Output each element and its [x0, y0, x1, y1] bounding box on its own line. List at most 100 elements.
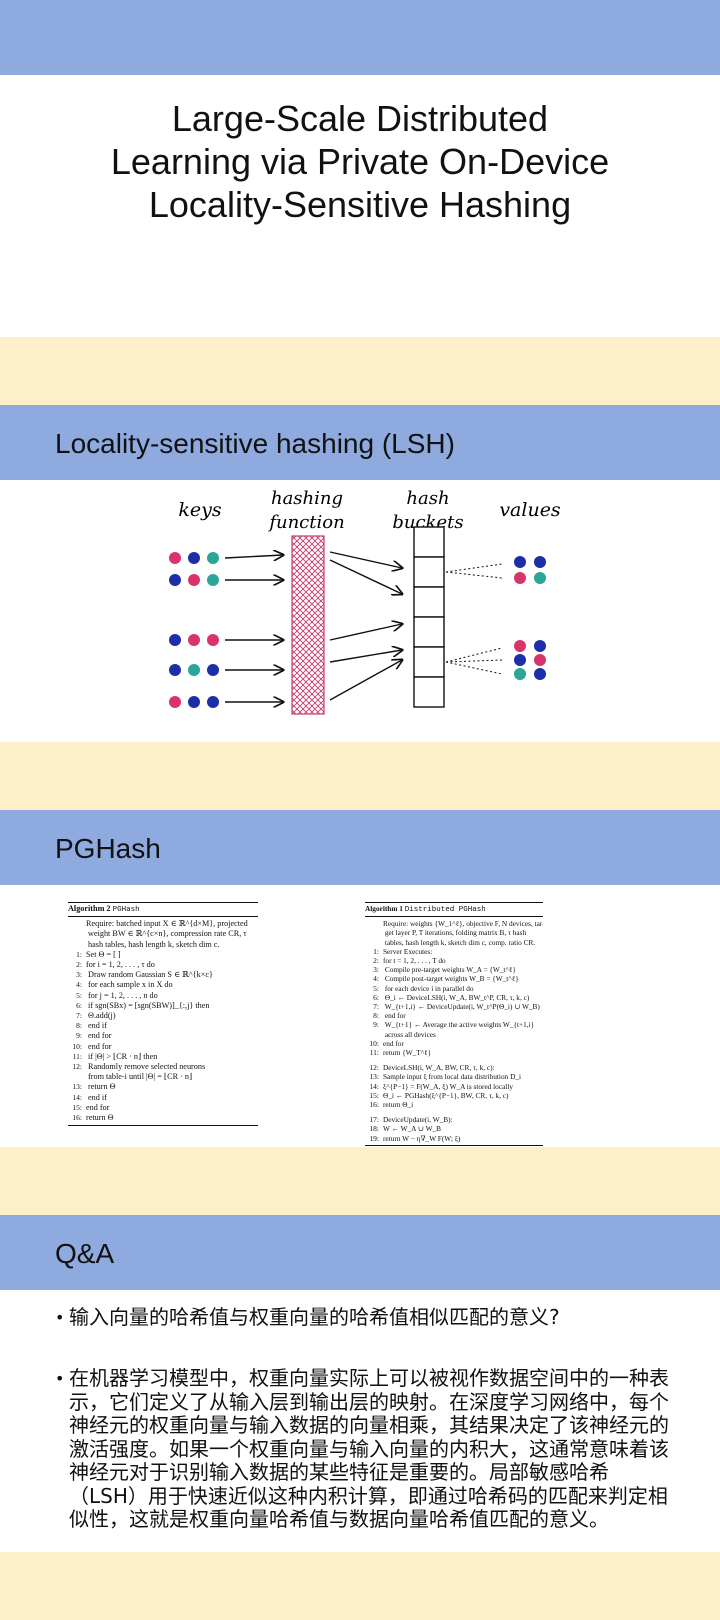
algorithm-line-text: end for — [86, 1102, 110, 1112]
algorithm-line: 5: for j = 1, 2, . . . , n do — [68, 991, 258, 1001]
algorithm-line-text: return Θ — [86, 1113, 114, 1123]
algorithm-line-text: Server Executes: — [383, 946, 433, 956]
algorithm-line: tables, hash length k, sketch dim c, com… — [365, 938, 543, 947]
algorithm-line: 9: end for — [68, 1031, 258, 1041]
algorithm-line-number: 15: — [369, 1090, 379, 1100]
algorithm-line-number: 16: — [369, 1100, 379, 1110]
algorithm-line-number: 14: — [72, 1092, 82, 1102]
algorithm-line-text: for t = 1, 2, . . . , T do — [383, 956, 446, 966]
algorithm-line-text: tables, hash length k, sketch dim c, com… — [383, 937, 536, 947]
algorithm-line-text: end if — [86, 1092, 107, 1102]
top-band — [0, 0, 720, 75]
algorithm-line-number: 8: — [373, 1011, 379, 1021]
algorithm-line-text: DeviceLSH(i, W_A, BW, CR, τ, k, c): — [383, 1063, 495, 1073]
algorithm-line-text: hash tables, hash length k, sketch dim c… — [86, 939, 220, 949]
algorithm-line: 11:return {W_T^ℓ} — [365, 1048, 543, 1057]
algorithm-line-number: 5: — [76, 990, 82, 1000]
hashing-label-1: hashing — [271, 490, 343, 509]
algorithm-line-text: DeviceUpdate(i, W_B): — [383, 1115, 453, 1125]
qa-question: 输入向量的哈希值与权重向量的哈希值相似匹配的意义? — [55, 1305, 675, 1330]
section-header-lsh — [0, 405, 720, 480]
algorithm-line-number: 1: — [373, 946, 379, 956]
algorithm-2-label: Algorithm 2 — [68, 904, 111, 913]
algorithm-line-number: 7: — [373, 1002, 379, 1012]
algorithm-line-text: across all devices — [383, 1029, 436, 1039]
algorithm-line-text: Set Θ = [ ] — [86, 949, 121, 959]
algorithm-line: 13: return Θ — [68, 1082, 258, 1092]
algorithm-line-number: 12: — [369, 1063, 379, 1073]
algorithm-line-text: end if — [86, 1021, 107, 1031]
algorithm-line: 15:Θ_i ← PGHash(ξ^{P−1}, BW, CR, τ, k, c… — [365, 1091, 543, 1100]
algorithm-line: 3: Draw random Gaussian S ∈ ℝ^{k×c} — [68, 970, 258, 980]
algorithm-2-header: Algorithm 2 PGHash — [68, 902, 258, 918]
algorithm-line: 19: return W − η∇_W F(W; ξ) — [365, 1134, 543, 1143]
section-header-pghash — [0, 810, 720, 885]
section-title-qa: Q&A — [55, 1238, 115, 1269]
algorithm-line-number: 17: — [369, 1115, 379, 1125]
algorithm-line: 6: if sgn(SBx) = [sgn(SBW)]_{:,j} then — [68, 1001, 258, 1011]
key-dots — [169, 552, 219, 708]
algorithm-line: 12: DeviceLSH(i, W_A, BW, CR, τ, k, c): — [365, 1063, 543, 1072]
section-header-qa — [0, 1215, 720, 1290]
title-line-2: Learning via Private On-Device — [110, 141, 610, 182]
algorithm-line-number: 13: — [72, 1082, 82, 1092]
algorithm-line-text: Require: batched input X ∈ ℝ^{d×M}, proj… — [86, 919, 248, 929]
divider-band-3 — [0, 1147, 720, 1215]
algorithm-1-box: Algorithm 1 Distributed PGHash Require: … — [365, 902, 543, 1146]
algorithm-line-text: return Θ — [86, 1082, 116, 1092]
algorithm-line-number: 19: — [369, 1133, 379, 1143]
section-title-lsh: Locality-sensitive hashing (LSH) — [55, 428, 455, 459]
algorithm-line: 7: Θ.add(j) — [68, 1011, 258, 1021]
algorithm-2-name: PGHash — [112, 906, 140, 914]
algorithm-line: 10:end for — [365, 1039, 543, 1048]
algorithm-line: 2:for t = 1, 2, . . . , T do — [365, 956, 543, 965]
algorithm-line: 17: DeviceUpdate(i, W_B): — [365, 1115, 543, 1124]
algorithm-line-number: 3: — [373, 965, 379, 975]
algorithm-line-text: for i = 1, 2, . . . , τ do — [86, 960, 155, 970]
algorithm-line-number: 9: — [76, 1031, 82, 1041]
algorithm-line: 8: end if — [68, 1021, 258, 1031]
algorithm-line: 5: for each device i in parallel do — [365, 984, 543, 993]
hash-function-column — [291, 535, 325, 715]
algorithm-line-text: return {W_T^ℓ} — [383, 1048, 432, 1058]
value-connectors — [445, 563, 503, 675]
algorithm-line-number: 16: — [72, 1113, 82, 1123]
algorithm-line-text: Compile post-target weights W_B = {W_t^ℓ… — [383, 974, 519, 984]
algorithm-line-text: return W − η∇_W F(W; ξ) — [383, 1133, 461, 1143]
lsh-diagram: keys hashing function hash buckets value… — [169, 490, 561, 715]
qa-answer: 在机器学习模型中，权重向量实际上可以被视作数据空间中的一种表示，它们定义了从输入… — [55, 1366, 675, 1532]
algorithm-line: 4: for each sample x in X do — [68, 980, 258, 990]
algorithm-line-text: Compile pre-target weights W_A = {W_t^ℓ} — [383, 965, 516, 975]
algorithm-line-number: 7: — [76, 1011, 82, 1021]
algorithm-line-text: W_{t+1,i} ← DeviceUpdate(i, W_t^P(Θ_i) ∪… — [383, 1002, 540, 1012]
algorithm-line-text: end for — [383, 1011, 406, 1021]
algorithm-line: 4: Compile post-target weights W_B = {W_… — [365, 974, 543, 983]
algorithm-line-number: 6: — [76, 1000, 82, 1010]
algorithm-line: 14:ξ^{P−1} = F(W_A, ξ) W_A is stored loc… — [365, 1082, 543, 1091]
algorithm-line-number: 15: — [72, 1102, 82, 1112]
section-title-pghash: PGHash — [55, 833, 161, 864]
algorithm-line-text: for j = 1, 2, . . . , n do — [86, 990, 158, 1000]
algorithm-2-box: Algorithm 2 PGHash Require: batched inpu… — [68, 902, 258, 1127]
algorithm-line: 1:Set Θ = [ ] — [68, 950, 258, 960]
algorithm-line: 15: end for — [68, 1103, 258, 1113]
algorithm-line: from table-i until |Θ| = ⌊CR · n⌋ — [68, 1072, 258, 1082]
algorithm-line: 9: W_{t+1} ← Average the active weights … — [365, 1020, 543, 1029]
title-panel — [0, 75, 720, 337]
values-label: values — [499, 499, 561, 521]
algorithm-line-text: end for — [383, 1038, 404, 1048]
algorithm-line: Require: batched input X ∈ ℝ^{d×M}, proj… — [68, 919, 258, 929]
algorithm-line-number: 8: — [76, 1021, 82, 1031]
buckets-label-1: hash — [406, 490, 449, 509]
algorithm-line-text: for each sample x in X do — [86, 980, 173, 990]
algorithm-line-number: 2: — [76, 960, 82, 970]
algorithm-line: 12: Randomly remove selected neurons — [68, 1062, 258, 1072]
bucket-arrows — [329, 551, 402, 701]
algorithm-line-text: Θ_i ← DeviceLSH(i, W_A, BW_t^P, CR, τ, k… — [383, 992, 530, 1002]
algorithm-line-number: 6: — [373, 992, 379, 1002]
algorithm-line-number: 4: — [373, 974, 379, 984]
algorithm-line: 2: for i = 1, 2, . . . , τ do — [68, 960, 258, 970]
algorithm-line-number: 12: — [72, 1062, 82, 1072]
algorithm-line: 10: end for — [68, 1042, 258, 1052]
lsh-panel — [0, 480, 720, 742]
